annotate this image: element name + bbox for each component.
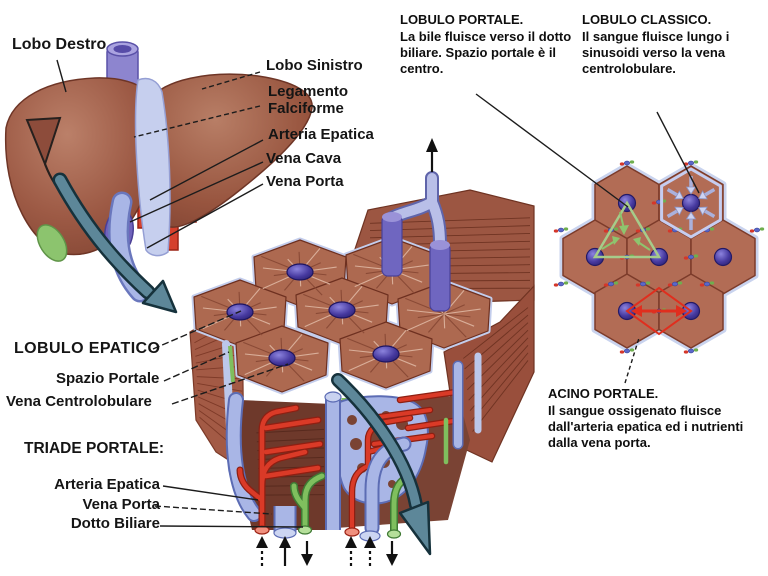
leader-lobulo-epatico (152, 310, 242, 350)
callout-lobulo-classico-body: Il sangue fluisce lungo i sinusoidi vers… (582, 28, 730, 76)
leader-legamento (133, 105, 261, 138)
label-triade-vena-porta: Vena Porta (82, 496, 160, 513)
artery-tree-left (236, 404, 324, 532)
leader-lobulo-portale (475, 93, 629, 208)
lobule-top-faces (191, 235, 493, 395)
lobule-block-3d (189, 138, 535, 566)
leader-vena-centrolobulare (171, 363, 289, 405)
leader-lobulo-classico (656, 111, 700, 194)
label-lobulo-epatico: LOBULO EPATICO (14, 340, 161, 357)
callout-acino-portale-body: Il sangue ossigenato fluisce dall'arteri… (548, 402, 744, 450)
leader-lobo-sinistro (201, 71, 261, 90)
label-vena-cava: Vena Cava (266, 150, 342, 167)
callout-acino-portale: ACINO PORTALE. Il sangue ossigenato flui… (548, 386, 764, 450)
zoom-arrow-liver-to-lobule (52, 172, 178, 314)
callout-lobulo-portale: LOBULO PORTALE. La bile fluisce verso il… (400, 12, 572, 76)
portal-lobule-triangle-overlay (592, 200, 662, 259)
hepatic-vein-up-arrow (426, 138, 438, 172)
callout-lobulo-classico-title: LOBULO CLASSICO. (582, 12, 712, 27)
label-lobo-destro: Lobo Destro (12, 36, 107, 53)
callout-acino-portale-title: ACINO PORTALE. (548, 386, 659, 401)
leader-triade-dotto (159, 525, 304, 528)
label-lobo-sinistro: Lobo Sinistro (266, 57, 363, 74)
label-triade-arteria-epatica: Arteria Epatica (54, 476, 160, 493)
label-legamento-falciforme: Legamento Falciforme (268, 83, 349, 117)
callout-lobulo-portale-title: LOBULO PORTALE. (400, 12, 524, 27)
leader-lines (56, 59, 700, 528)
central-vein-cylinders (381, 171, 451, 312)
leader-vena-porta (146, 183, 264, 249)
leader-triade-arteria (162, 485, 259, 501)
label-spazio-portale: Spazio Portale (56, 370, 160, 387)
label-arteria-epatica: Arteria Epatica (268, 126, 374, 143)
leader-lobo-destro (56, 59, 67, 93)
callout-lobulo-classico: LOBULO CLASSICO. Il sangue fluisce lungo… (582, 12, 764, 76)
leader-triade-vena-porta (154, 505, 273, 515)
classic-lobule-arrows-overlay (660, 167, 722, 239)
label-triade-dotto-biliare: Dotto Biliare (70, 515, 160, 532)
liver-overview (4, 41, 313, 314)
label-vena-centrolobulare: Vena Centrolobulare (6, 393, 152, 410)
leader-arteria-epatica (149, 139, 264, 201)
flow-direction-arrows (256, 536, 398, 566)
gallbladder (36, 224, 68, 262)
portal-vessels-left-bay (225, 392, 326, 539)
hexagon-lobule-diagram (553, 160, 765, 354)
callout-lobulo-portale-body: La bile fluisce verso il dotto biliare. … (400, 28, 572, 76)
label-triade-portale: TRIADE PORTALE: (24, 440, 165, 457)
falciform-ligament (134, 77, 171, 257)
leader-spazio-portale (163, 351, 230, 382)
portal-acinus-diamond-overlay (625, 286, 693, 336)
zoom-arrow-lobule-detail (331, 373, 432, 556)
leader-acino-portale (624, 337, 640, 384)
leader-vena-cava (129, 161, 264, 223)
bile-duct-left (290, 472, 326, 532)
label-vena-porta: Vena Porta (266, 173, 344, 190)
